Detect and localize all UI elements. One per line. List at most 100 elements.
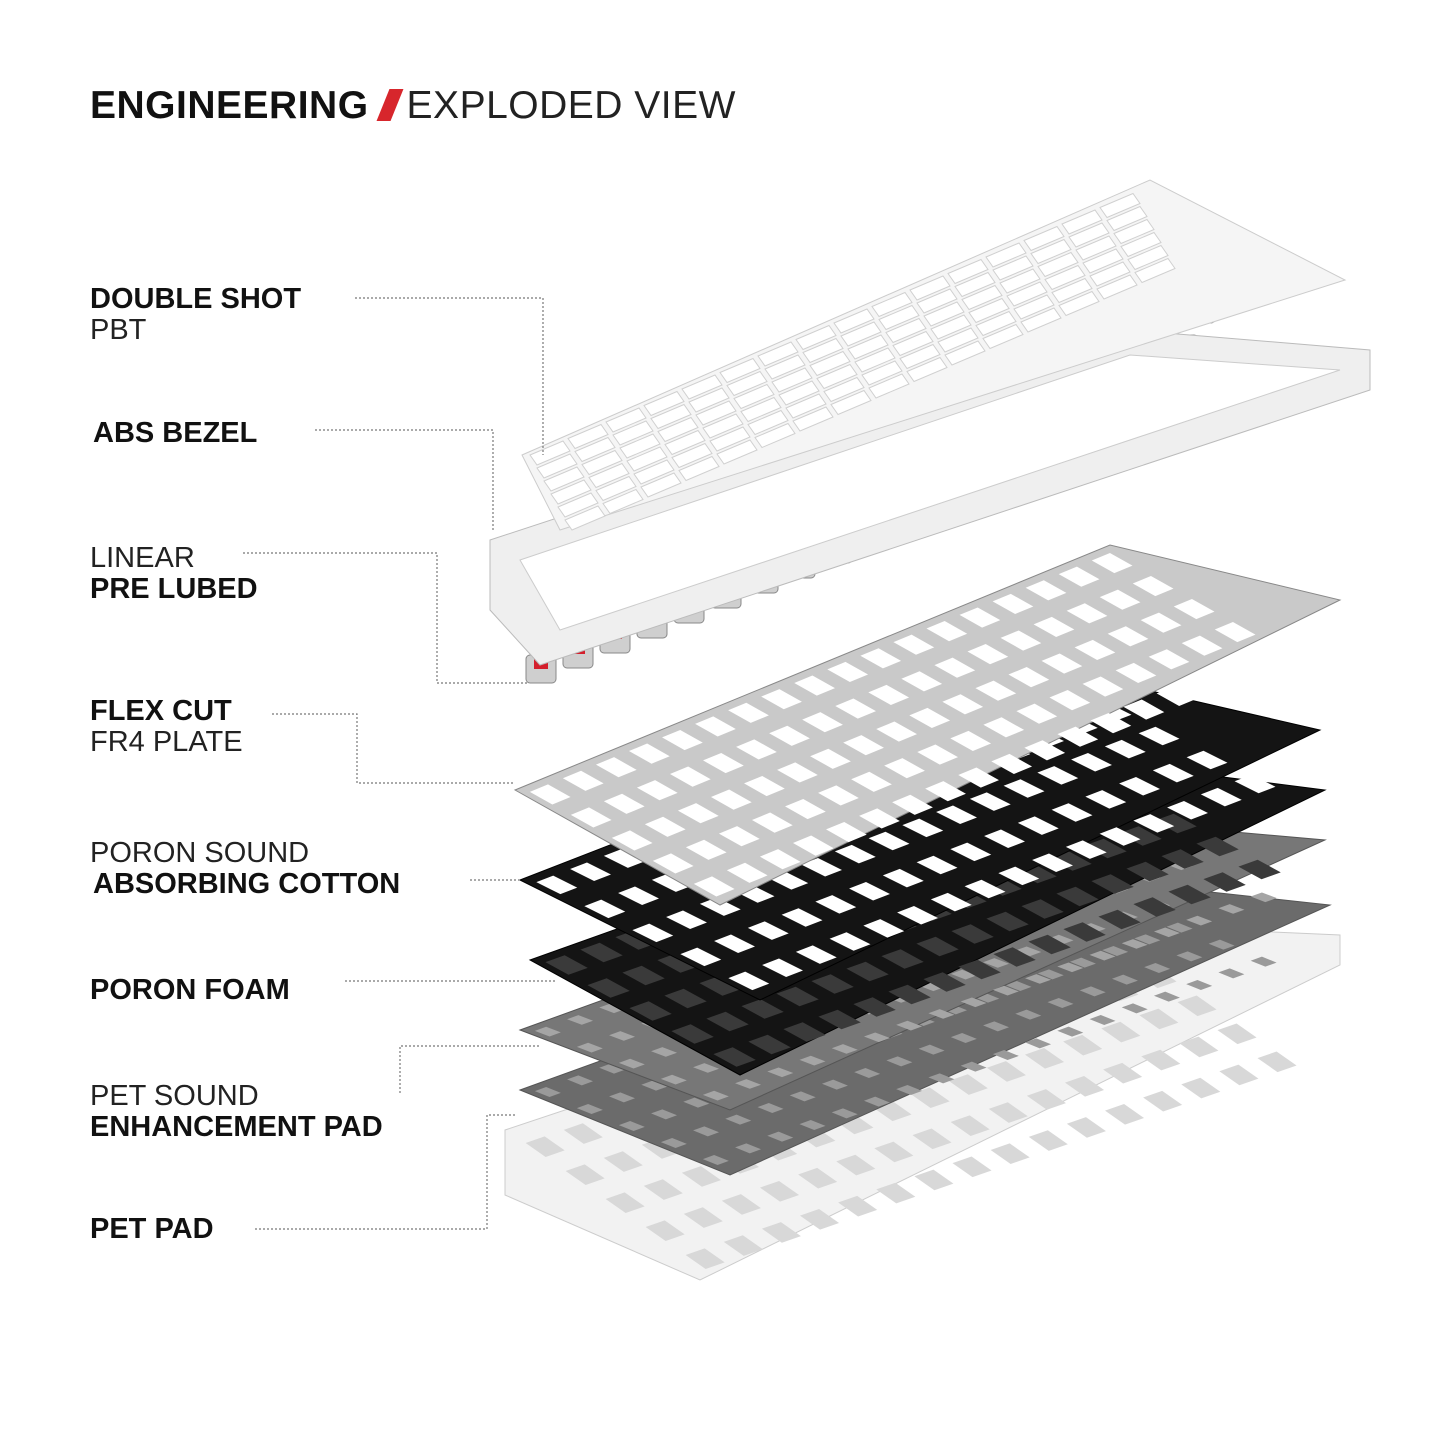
case-detail bbox=[800, 1209, 840, 1230]
fr4-plate-cutout bbox=[685, 839, 727, 860]
fr4-plate-cutout bbox=[802, 712, 843, 733]
keycap bbox=[650, 403, 692, 430]
fr4-plate-cutout bbox=[1222, 658, 1264, 679]
title-light: EXPLODED VIEW bbox=[406, 84, 736, 127]
keycap bbox=[1061, 209, 1103, 235]
keycap bbox=[1096, 274, 1138, 300]
poron-cotton-cutout bbox=[950, 842, 992, 862]
case-detail bbox=[643, 1179, 683, 1200]
keycap bbox=[892, 330, 934, 357]
poron-cotton-cutout bbox=[666, 910, 707, 930]
fr4-plate-cutout bbox=[785, 798, 826, 820]
label-bezel: ABS BEZEL bbox=[93, 418, 257, 449]
keycap bbox=[909, 275, 951, 301]
pet-enhancement-hole bbox=[1186, 915, 1213, 926]
poron-foam-cutout bbox=[783, 1022, 826, 1042]
label-keycaps: DOUBLE SHOT PBT bbox=[90, 284, 301, 346]
case-detail bbox=[1065, 1076, 1105, 1097]
fr4-plate-cutout bbox=[942, 694, 984, 715]
poron-cotton-cutout bbox=[936, 805, 977, 825]
case-detail bbox=[723, 1235, 763, 1256]
poron-cotton-cutout bbox=[1234, 774, 1276, 794]
fr4-plate-cutout bbox=[1090, 713, 1132, 734]
keycap bbox=[885, 317, 927, 344]
label-text: PET SOUND bbox=[90, 1080, 259, 1112]
case-detail bbox=[721, 1194, 761, 1215]
keycap bbox=[906, 356, 948, 383]
fr4-plate-cutout bbox=[1033, 616, 1075, 637]
pet-enhancement-hole bbox=[1089, 950, 1116, 961]
poron-cotton-cutout bbox=[1104, 739, 1146, 759]
poron-cotton-cutout bbox=[897, 905, 938, 925]
poron-cotton-cutout bbox=[795, 945, 837, 964]
keycap bbox=[733, 383, 775, 410]
case-detail bbox=[525, 1136, 565, 1157]
keycap bbox=[602, 488, 644, 515]
poron-cotton-cutout bbox=[868, 831, 910, 851]
fr4-plate-cutout bbox=[703, 752, 744, 774]
pet-enhancement-hole bbox=[702, 1090, 729, 1101]
poron-cotton-cutout bbox=[849, 881, 890, 901]
pet-enhancement-hole bbox=[950, 969, 977, 980]
fr4-plate-cutout bbox=[1173, 599, 1215, 620]
keycap bbox=[657, 416, 699, 443]
leader-line bbox=[243, 552, 527, 684]
poron-foam-cutout bbox=[811, 974, 854, 994]
fr4-plate-cutout bbox=[718, 826, 760, 847]
fr4-plate-cutout bbox=[669, 766, 711, 787]
poron-foam-cutout bbox=[993, 947, 1036, 967]
keycap bbox=[854, 347, 896, 373]
poron-cotton-cutout bbox=[762, 958, 803, 978]
pet-pad-hole bbox=[1134, 934, 1161, 945]
fr4-plate-cutout bbox=[562, 770, 604, 791]
case-detail bbox=[1141, 1049, 1181, 1071]
keycap bbox=[574, 436, 616, 463]
label-text: PORON FOAM bbox=[90, 974, 290, 1006]
fr4-plate-cutout bbox=[851, 771, 892, 792]
fr4-plate-cutout bbox=[967, 644, 1009, 665]
fr4-plate-cutout bbox=[570, 807, 612, 828]
pet-pad-hole bbox=[831, 1108, 858, 1119]
fr4-plate-cutout bbox=[959, 607, 1001, 628]
fr4-plate-cutout bbox=[1255, 645, 1297, 666]
pet-pad-hole bbox=[1025, 1038, 1052, 1049]
keycap bbox=[954, 271, 996, 298]
pet-enhancement-hole bbox=[735, 1079, 762, 1089]
poron-foam-cutout bbox=[713, 1047, 756, 1067]
poron-cotton-cutout bbox=[680, 947, 722, 967]
fr4-plate-cutout bbox=[1000, 630, 1042, 651]
keycap bbox=[595, 475, 637, 502]
keycap bbox=[878, 304, 920, 331]
fr4-plate-cutout bbox=[909, 707, 951, 729]
fr4-plate-cutout bbox=[859, 808, 900, 829]
leader-line bbox=[399, 1045, 540, 1093]
pet-pad-hole bbox=[1015, 1009, 1042, 1020]
pet-pad-hole bbox=[1079, 986, 1106, 997]
fr4-plate-cutout bbox=[1074, 639, 1116, 660]
pet-pad-hole bbox=[660, 1137, 687, 1149]
poron-cotton-cutout bbox=[801, 857, 842, 877]
keycap bbox=[923, 301, 965, 327]
fr4-plate-cutout bbox=[662, 729, 703, 751]
fr4-plate-cutout bbox=[991, 753, 1033, 775]
label-text: FLEX CUT bbox=[90, 695, 232, 727]
label-text: ENHANCEMENT PAD bbox=[90, 1111, 383, 1143]
keycap bbox=[536, 453, 578, 479]
poron-cotton-cutout bbox=[998, 866, 1040, 886]
bezel-opening bbox=[519, 354, 1341, 631]
fr4-plate-cutout bbox=[603, 793, 645, 814]
poron-foam-cutout bbox=[1133, 897, 1176, 917]
poron-cotton-cutout bbox=[1017, 816, 1059, 835]
case-detail bbox=[988, 1102, 1028, 1123]
pet-pad-hole bbox=[1153, 991, 1180, 1002]
poron-cotton-cutout bbox=[536, 875, 578, 895]
keycap bbox=[961, 284, 1003, 311]
poron-cotton-cutout bbox=[632, 923, 674, 943]
leader-line bbox=[315, 429, 494, 530]
pet-enhancement-hole bbox=[1121, 939, 1148, 949]
fr4-plate-cutout bbox=[1091, 553, 1133, 574]
poron-cotton-cutout bbox=[747, 921, 789, 940]
label-text: FR4 PLATE bbox=[90, 726, 243, 758]
keycap bbox=[968, 297, 1010, 324]
